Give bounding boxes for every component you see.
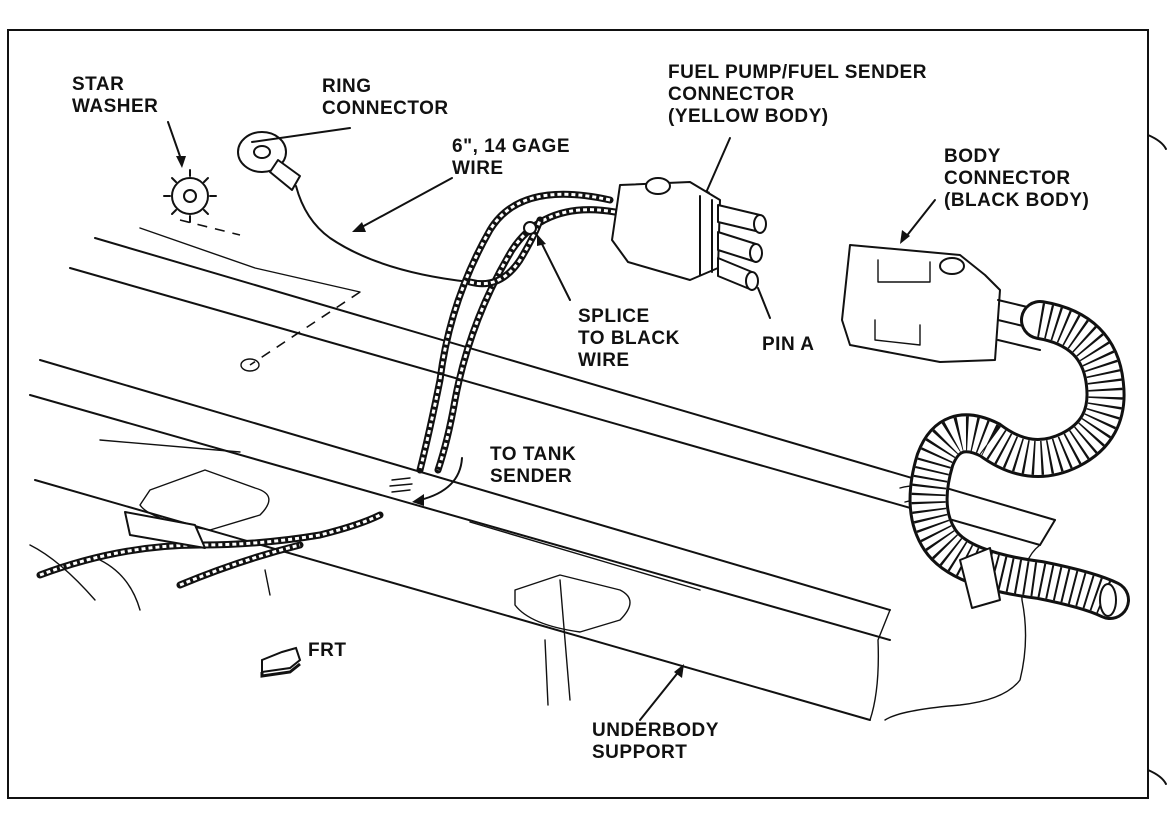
label-body-connector-line3: (BLACK BODY) xyxy=(944,190,1090,211)
label-body-connector: BODY CONNECTOR (BLACK BODY) xyxy=(944,146,1089,212)
label-gage-wire-line1: 6", 14 GAGE xyxy=(452,136,570,157)
frame-border xyxy=(7,29,1149,799)
lower-harness xyxy=(29,511,384,611)
mount-outline xyxy=(139,219,361,372)
label-to-tank-sender-line2: SENDER xyxy=(490,466,573,487)
label-ring-connector: RING CONNECTOR xyxy=(322,76,449,120)
label-underbody-support-line2: SUPPORT xyxy=(592,742,688,763)
label-splice-line2: TO BLACK xyxy=(578,328,680,349)
corrugated-conduit xyxy=(908,300,1130,620)
label-ring-connector-line1: RING xyxy=(322,76,372,97)
label-body-connector-line2: CONNECTOR xyxy=(944,168,1071,189)
frame-tab-bottom xyxy=(1147,769,1167,785)
label-star-washer: STAR WASHER xyxy=(72,74,158,118)
label-splice-line1: SPLICE xyxy=(578,306,650,327)
label-to-tank-sender-line1: TO TANK xyxy=(490,444,577,465)
label-splice: SPLICE TO BLACK WIRE xyxy=(578,306,680,372)
label-frt: FRT xyxy=(308,640,347,661)
label-star-washer-line1: STAR xyxy=(72,74,125,95)
label-gage-wire: 6", 14 GAGE WIRE xyxy=(452,136,570,180)
frame-tab-top xyxy=(1147,134,1167,150)
fuel-pump-connector-shape xyxy=(611,177,767,291)
support-cutouts xyxy=(139,469,943,633)
label-gage-wire-line2: WIRE xyxy=(452,158,504,179)
label-fuel-pump-connector-line1: FUEL PUMP/FUEL SENDER xyxy=(668,62,927,83)
label-splice-line3: WIRE xyxy=(578,350,630,371)
star-washer xyxy=(163,169,217,223)
ring-connector xyxy=(237,131,471,283)
label-underbody-support: UNDERBODY SUPPORT xyxy=(592,720,719,764)
label-fuel-pump-connector: FUEL PUMP/FUEL SENDER CONNECTOR (YELLOW … xyxy=(668,62,927,128)
label-fuel-pump-connector-line2: CONNECTOR xyxy=(668,84,795,105)
label-ring-connector-line2: CONNECTOR xyxy=(322,98,449,119)
pins xyxy=(717,204,767,291)
body-connector-shape xyxy=(841,244,1041,363)
label-to-tank-sender: TO TANK SENDER xyxy=(490,444,576,488)
harness-bundle xyxy=(389,190,619,493)
underbody-support-rail xyxy=(29,237,1056,721)
label-pin-a: PIN A xyxy=(762,334,815,355)
label-fuel-pump-connector-line3: (YELLOW BODY) xyxy=(668,106,829,127)
label-body-connector-line1: BODY xyxy=(944,146,1001,167)
label-underbody-support-line1: UNDERBODY xyxy=(592,720,719,741)
label-star-washer-line2: WASHER xyxy=(72,96,159,117)
leader-arrows xyxy=(167,121,936,721)
